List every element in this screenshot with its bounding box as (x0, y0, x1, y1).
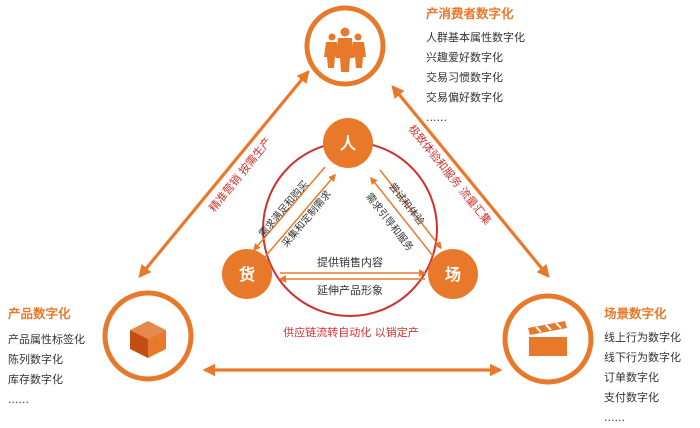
arrow-ren-chang-b (370, 176, 434, 257)
panel-product-item: 产品属性标签化 (8, 333, 85, 346)
panel-scene-item: ...... (604, 411, 625, 424)
arrow-consumer-scene (391, 85, 550, 278)
panel-scene-item: 订单数字化 (604, 371, 659, 384)
node-chang-label: 场 (445, 265, 461, 284)
panel-consumer: 产消费者数字化 人群基本属性数字化 兴趣爱好数字化 交易习惯数字化 交易偏好数字… (426, 6, 525, 128)
arrow-ren-chang-a (379, 169, 442, 250)
node-ren-label: 人 (340, 134, 357, 153)
panel-scene-item: 线上行为数字化 (604, 331, 681, 344)
node-ren: 人 (323, 118, 373, 168)
panel-consumer-title: 产消费者数字化 (426, 6, 514, 21)
edge-label-huo-chang-a: 提供销售内容 (317, 255, 383, 269)
arrow-consumer-product (138, 70, 310, 278)
cube-box-icon (130, 321, 166, 358)
edge-label-left: 精准营销 按需生产 (206, 135, 274, 215)
arrow-ren-huo-a (253, 166, 326, 252)
edge-label-bottom: 供应链流转自动化 以销定产 (283, 325, 419, 339)
panel-product-title: 产品数字化 (8, 306, 71, 321)
people-group-icon (324, 27, 366, 72)
panel-product: 产品数字化 产品属性标签化 陈列数字化 库存数字化 ...... (8, 306, 85, 410)
panel-consumer-item: 交易偏好数字化 (426, 91, 503, 104)
panel-product-item: 陈列数字化 (8, 353, 63, 366)
panel-scene-item: 支付数字化 (604, 391, 659, 404)
node-chang: 场 (428, 249, 478, 299)
node-huo: 货 (222, 249, 272, 299)
panel-scene-title: 场景数字化 (604, 306, 667, 321)
node-consumer (304, 5, 386, 87)
arrow-ren-huo-b (263, 173, 336, 259)
panel-consumer-item: 交易习惯数字化 (426, 71, 503, 84)
clapperboard-icon (528, 321, 567, 356)
panel-consumer-item: 兴趣爱好数字化 (426, 51, 503, 64)
panel-product-item: 库存数字化 (8, 373, 63, 386)
node-huo-label: 货 (239, 265, 255, 284)
panel-consumer-item: ...... (426, 111, 447, 124)
node-scene (502, 293, 594, 385)
node-product (102, 290, 194, 382)
panel-product-item: ...... (8, 393, 29, 406)
edge-label-huo-chang-b: 延伸产品形象 (317, 283, 383, 297)
panel-consumer-item: 人群基本属性数字化 (426, 31, 525, 44)
panel-scene-item: 线下行为数字化 (604, 351, 681, 364)
panel-scene: 场景数字化 线上行为数字化 线下行为数字化 订单数字化 支付数字化 ...... (604, 306, 681, 428)
